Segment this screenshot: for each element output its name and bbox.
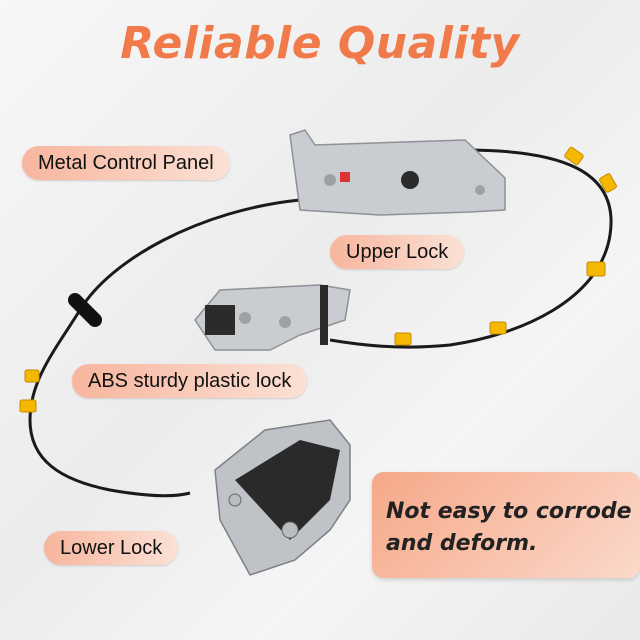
cable bbox=[28, 198, 301, 498]
lower-lock bbox=[214, 419, 351, 576]
page-title: Reliable Quality bbox=[120, 18, 520, 69]
metal-control-panel bbox=[289, 129, 506, 216]
callout-text: Not easy to corrode and deform. bbox=[386, 499, 632, 556]
label-upper-lock: Upper Lock bbox=[330, 235, 465, 269]
cable-clip bbox=[19, 142, 617, 413]
cable-sleeve bbox=[68, 293, 102, 327]
cable bbox=[329, 148, 613, 349]
label-abs-lock: ABS sturdy plastic lock bbox=[72, 364, 308, 398]
label-metal-control-panel: Metal Control Panel bbox=[22, 146, 230, 180]
corrosion-callout: Not easy to corrode and deform. bbox=[372, 472, 640, 578]
upper-lock bbox=[194, 284, 351, 351]
label-lower-lock: Lower Lock bbox=[44, 531, 179, 565]
